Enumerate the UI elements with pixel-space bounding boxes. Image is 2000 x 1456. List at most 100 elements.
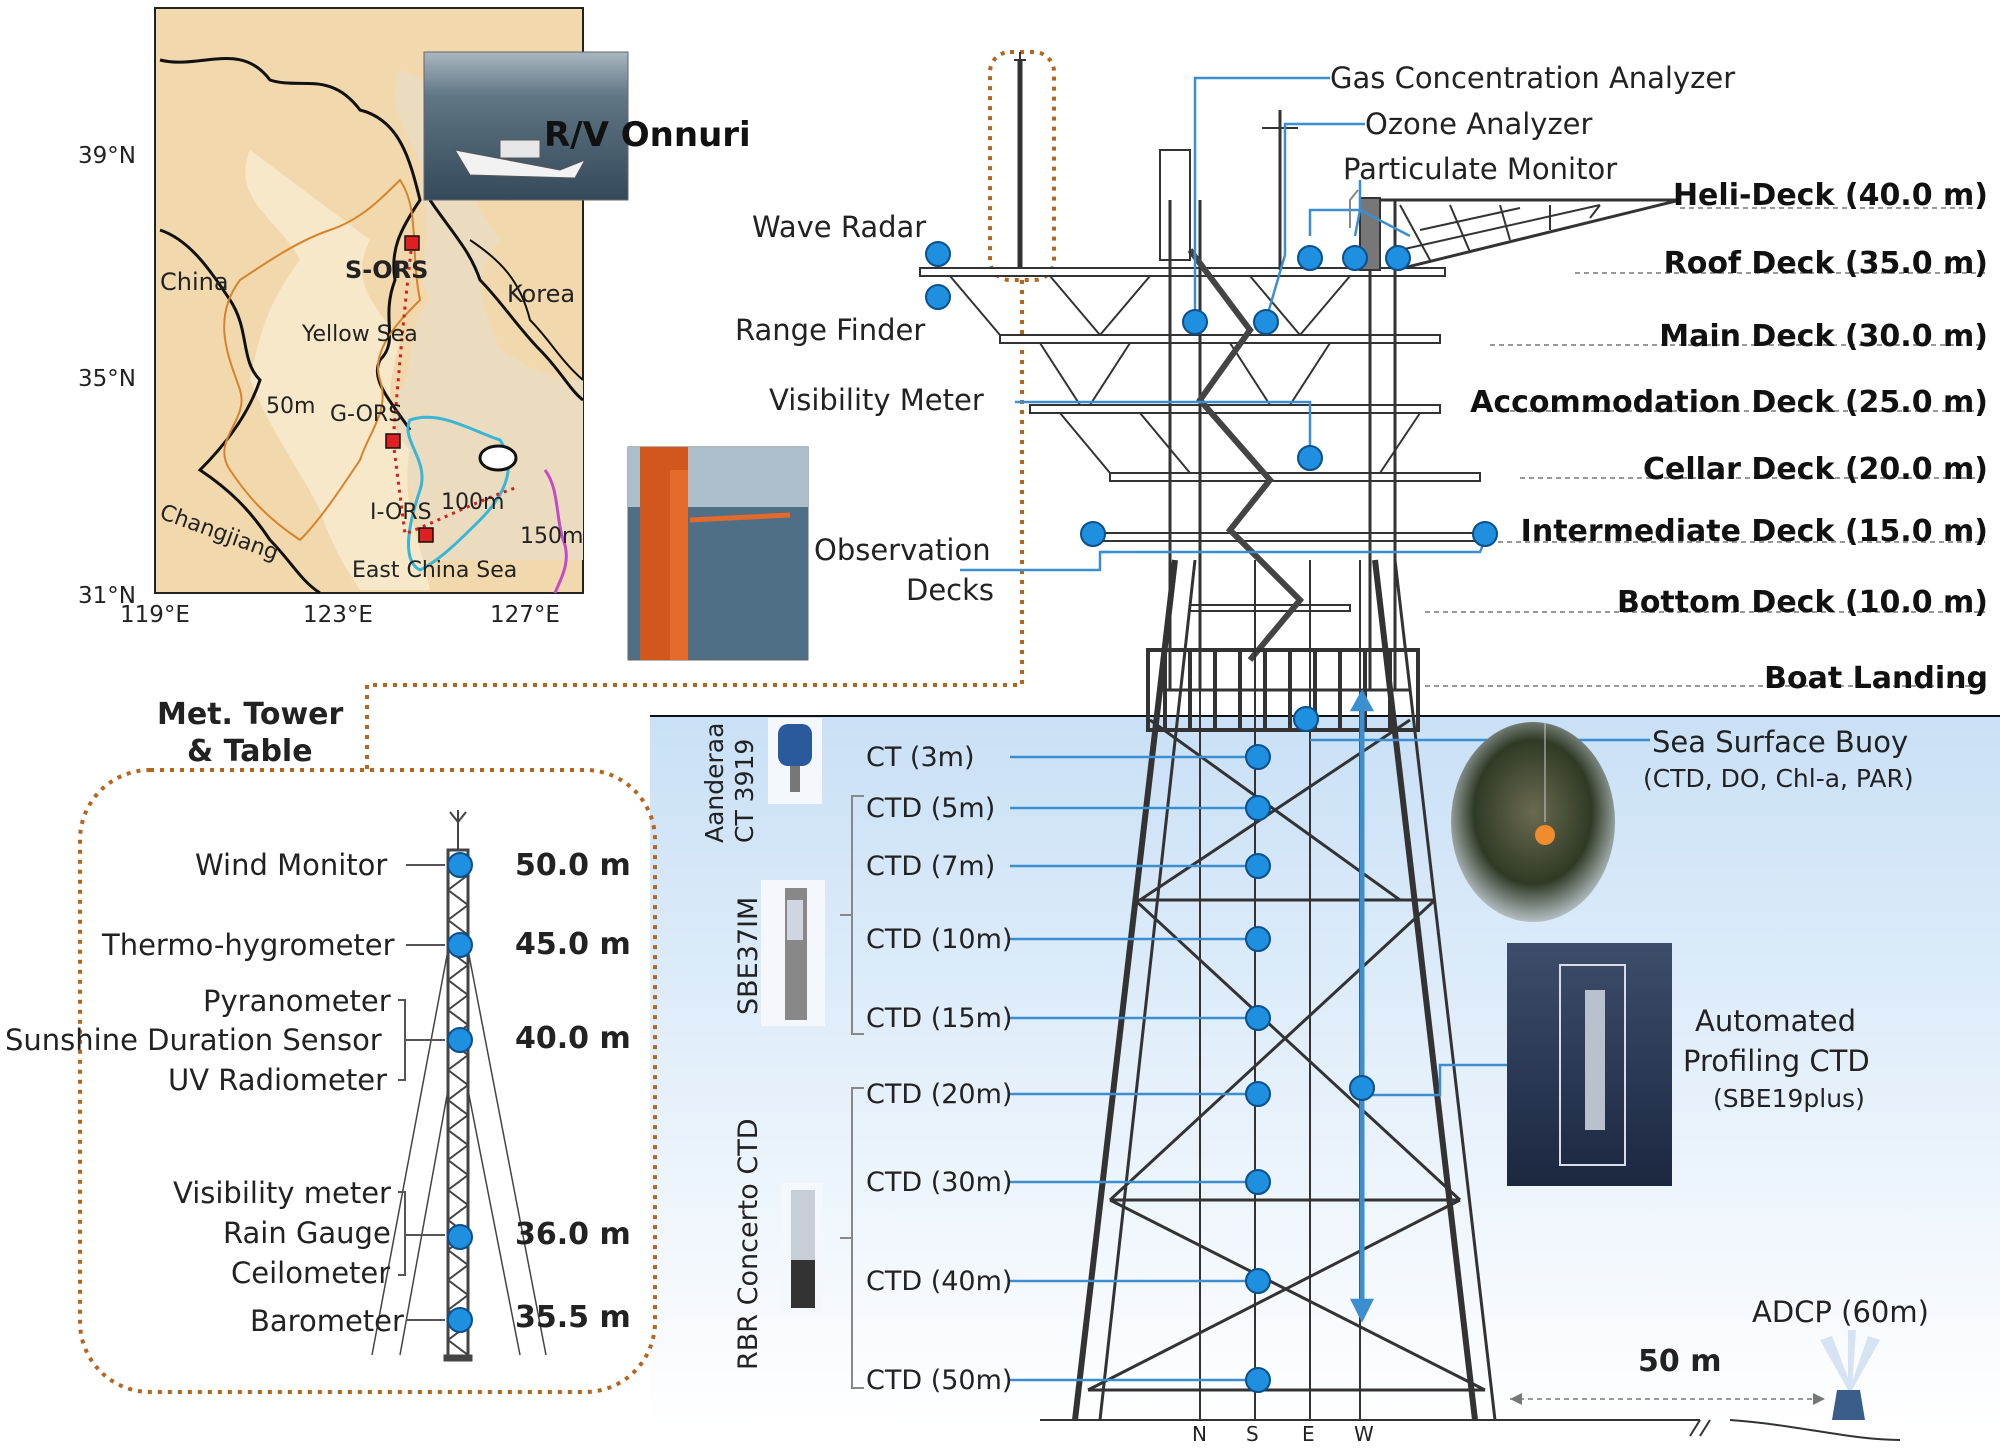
label-visibility-meter: Visibility Meter <box>769 383 984 417</box>
particulate-marker-2 <box>1342 245 1368 271</box>
instrument-wind-monitor: Wind Monitor <box>195 848 388 882</box>
label-particulate-monitor: Particulate Monitor <box>1343 152 1618 186</box>
range-finder-marker <box>925 284 951 310</box>
deck-accommodation: Accommodation Deck (25.0 m) <box>1470 385 1988 420</box>
sensor-label-ctd-50m: CTD (50m) <box>866 1365 1013 1396</box>
sensor-label-ctd-10m: CTD (10m) <box>866 924 1013 955</box>
deck-roof: Roof Deck (35.0 m) <box>1663 246 1988 281</box>
adcp-label: ADCP (60m) <box>1752 1295 1929 1329</box>
leader-lines <box>960 76 1650 1382</box>
met-tower-leaders <box>398 864 445 1321</box>
profiler-photo <box>1507 943 1672 1186</box>
vessel-photo <box>423 51 629 201</box>
sbe37-sensor-photo <box>761 880 825 1026</box>
lat-label-35: 35°N <box>78 366 136 392</box>
deck-leader-lines <box>1425 207 1985 1400</box>
rbr-sensor-photo <box>781 1183 823 1313</box>
visibility-meter-marker <box>1297 445 1323 471</box>
gas-analyzer-marker <box>1182 309 1208 335</box>
group-label-rbr: RBR Concerto CTD <box>733 1118 764 1371</box>
connector-dotted-path <box>365 280 1024 770</box>
station-i-ors-marker <box>418 527 434 543</box>
lon-label-119: 119°E <box>120 602 190 628</box>
wave-radar-mast <box>1014 52 1026 268</box>
instrument-thermo-hygrometer: Thermo-hygrometer <box>102 928 395 962</box>
sensor-label-ctd-5m: CTD (5m) <box>866 793 996 824</box>
height-50m: 50.0 m <box>515 848 631 883</box>
leg-label-e: E <box>1302 1422 1315 1446</box>
deck-boat-landing: Boat Landing <box>1764 661 1988 696</box>
label-decks: Decks <box>906 573 995 607</box>
instrument-uv-radiometer: UV Radiometer <box>168 1063 388 1097</box>
ctd-40m-marker <box>1245 1268 1271 1294</box>
height-35-5m: 35.5 m <box>515 1300 631 1335</box>
deck-main: Main Deck (30.0 m) <box>1659 319 1988 354</box>
ctd-15m-marker <box>1245 1005 1271 1031</box>
map-label-yellow-sea: Yellow Sea <box>302 322 418 347</box>
profiler-subtitle: (SBE19plus) <box>1713 1084 1865 1113</box>
observation-deck-marker-right <box>1472 521 1498 547</box>
deck-intermediate: Intermediate Deck (15.0 m) <box>1520 514 1988 549</box>
deck-bottom: Bottom Deck (10.0 m) <box>1616 585 1988 620</box>
particulate-marker-1 <box>1297 245 1323 271</box>
tower-highlight-frame <box>988 50 1056 282</box>
distance-label: 50 m <box>1638 1344 1722 1379</box>
particulate-marker-3 <box>1385 245 1411 271</box>
instrument-ceilometer: Ceilometer <box>231 1256 391 1290</box>
lon-label-123: 123°E <box>303 602 373 628</box>
instrument-visibility-meter: Visibility meter <box>173 1176 391 1210</box>
sensor-label-ctd-30m: CTD (30m) <box>866 1167 1013 1198</box>
label-observation: Observation <box>814 533 991 567</box>
sensor-group-brackets <box>840 189 1359 1389</box>
barometer-marker <box>447 1307 473 1333</box>
sensor-label-ct-3m: CT (3m) <box>866 742 975 773</box>
wave-radar-marker <box>925 241 951 267</box>
station-s-ors-marker <box>404 235 420 251</box>
map-label-east-china-sea: East China Sea <box>352 558 518 583</box>
sensor-label-ctd-40m: CTD (40m) <box>866 1266 1013 1297</box>
sensor-label-ctd-20m: CTD (20m) <box>866 1079 1013 1110</box>
deck-heli: Heli-Deck (40.0 m) <box>1672 178 1988 213</box>
ctd-7m-marker <box>1245 853 1271 879</box>
instrument-pyranometer: Pyranometer <box>203 984 391 1018</box>
ctd-5m-marker <box>1245 795 1271 821</box>
adcp-graphic <box>1820 1330 1880 1420</box>
profiling-ctd-marker <box>1349 1075 1375 1101</box>
met-tower-frame <box>78 768 657 1394</box>
ozone-analyzer-marker <box>1253 309 1279 335</box>
height-40m: 40.0 m <box>515 1021 631 1056</box>
ctd-20m-marker <box>1245 1081 1271 1107</box>
observation-deck-marker-left <box>1080 521 1106 547</box>
sensor-label-ctd-15m: CTD (15m) <box>866 1003 1013 1034</box>
buoy-subtitle: (CTD, DO, Chl-a, PAR) <box>1643 764 1914 793</box>
station-label-s-ors: S-ORS <box>345 256 429 284</box>
sensor-label-ctd-7m: CTD (7m) <box>866 851 996 882</box>
height-45m: 45.0 m <box>515 927 631 962</box>
buoy-title: Sea Surface Buoy <box>1652 725 1909 759</box>
ct-3m-marker <box>1245 744 1271 770</box>
group-label-aanderaa: Aanderaa CT 3919 <box>700 722 759 843</box>
leg-label-s: S <box>1246 1422 1259 1446</box>
aanderaa-sensor-photo <box>768 718 822 804</box>
met-tower-title-line1: Met. Tower <box>157 697 344 732</box>
station-label-i-ors: I-ORS <box>370 500 432 525</box>
station-g-ors-marker <box>385 433 401 449</box>
isobath-label-150m: 150m <box>520 524 584 549</box>
deck-cellar: Cellar Deck (20.0 m) <box>1643 452 1988 487</box>
buoy-photo <box>1451 722 1615 922</box>
thermo-hygrometer-marker <box>447 932 473 958</box>
label-range-finder: Range Finder <box>735 313 926 347</box>
group-label-sbe37im: SBE37IM <box>733 896 764 1015</box>
map-label-korea: Korea <box>507 280 576 308</box>
lat-label-39: 39°N <box>78 143 136 169</box>
label-wave-radar: Wave Radar <box>752 210 927 244</box>
met-tower-title-line2: & Table <box>187 734 313 769</box>
lon-label-127: 127°E <box>490 602 560 628</box>
vessel-label: R/V Onnuri <box>544 115 751 155</box>
label-ozone-analyzer: Ozone Analyzer <box>1365 107 1593 141</box>
ctd-30m-marker <box>1245 1169 1271 1195</box>
profiler-title-line2: Profiling CTD <box>1683 1044 1870 1078</box>
